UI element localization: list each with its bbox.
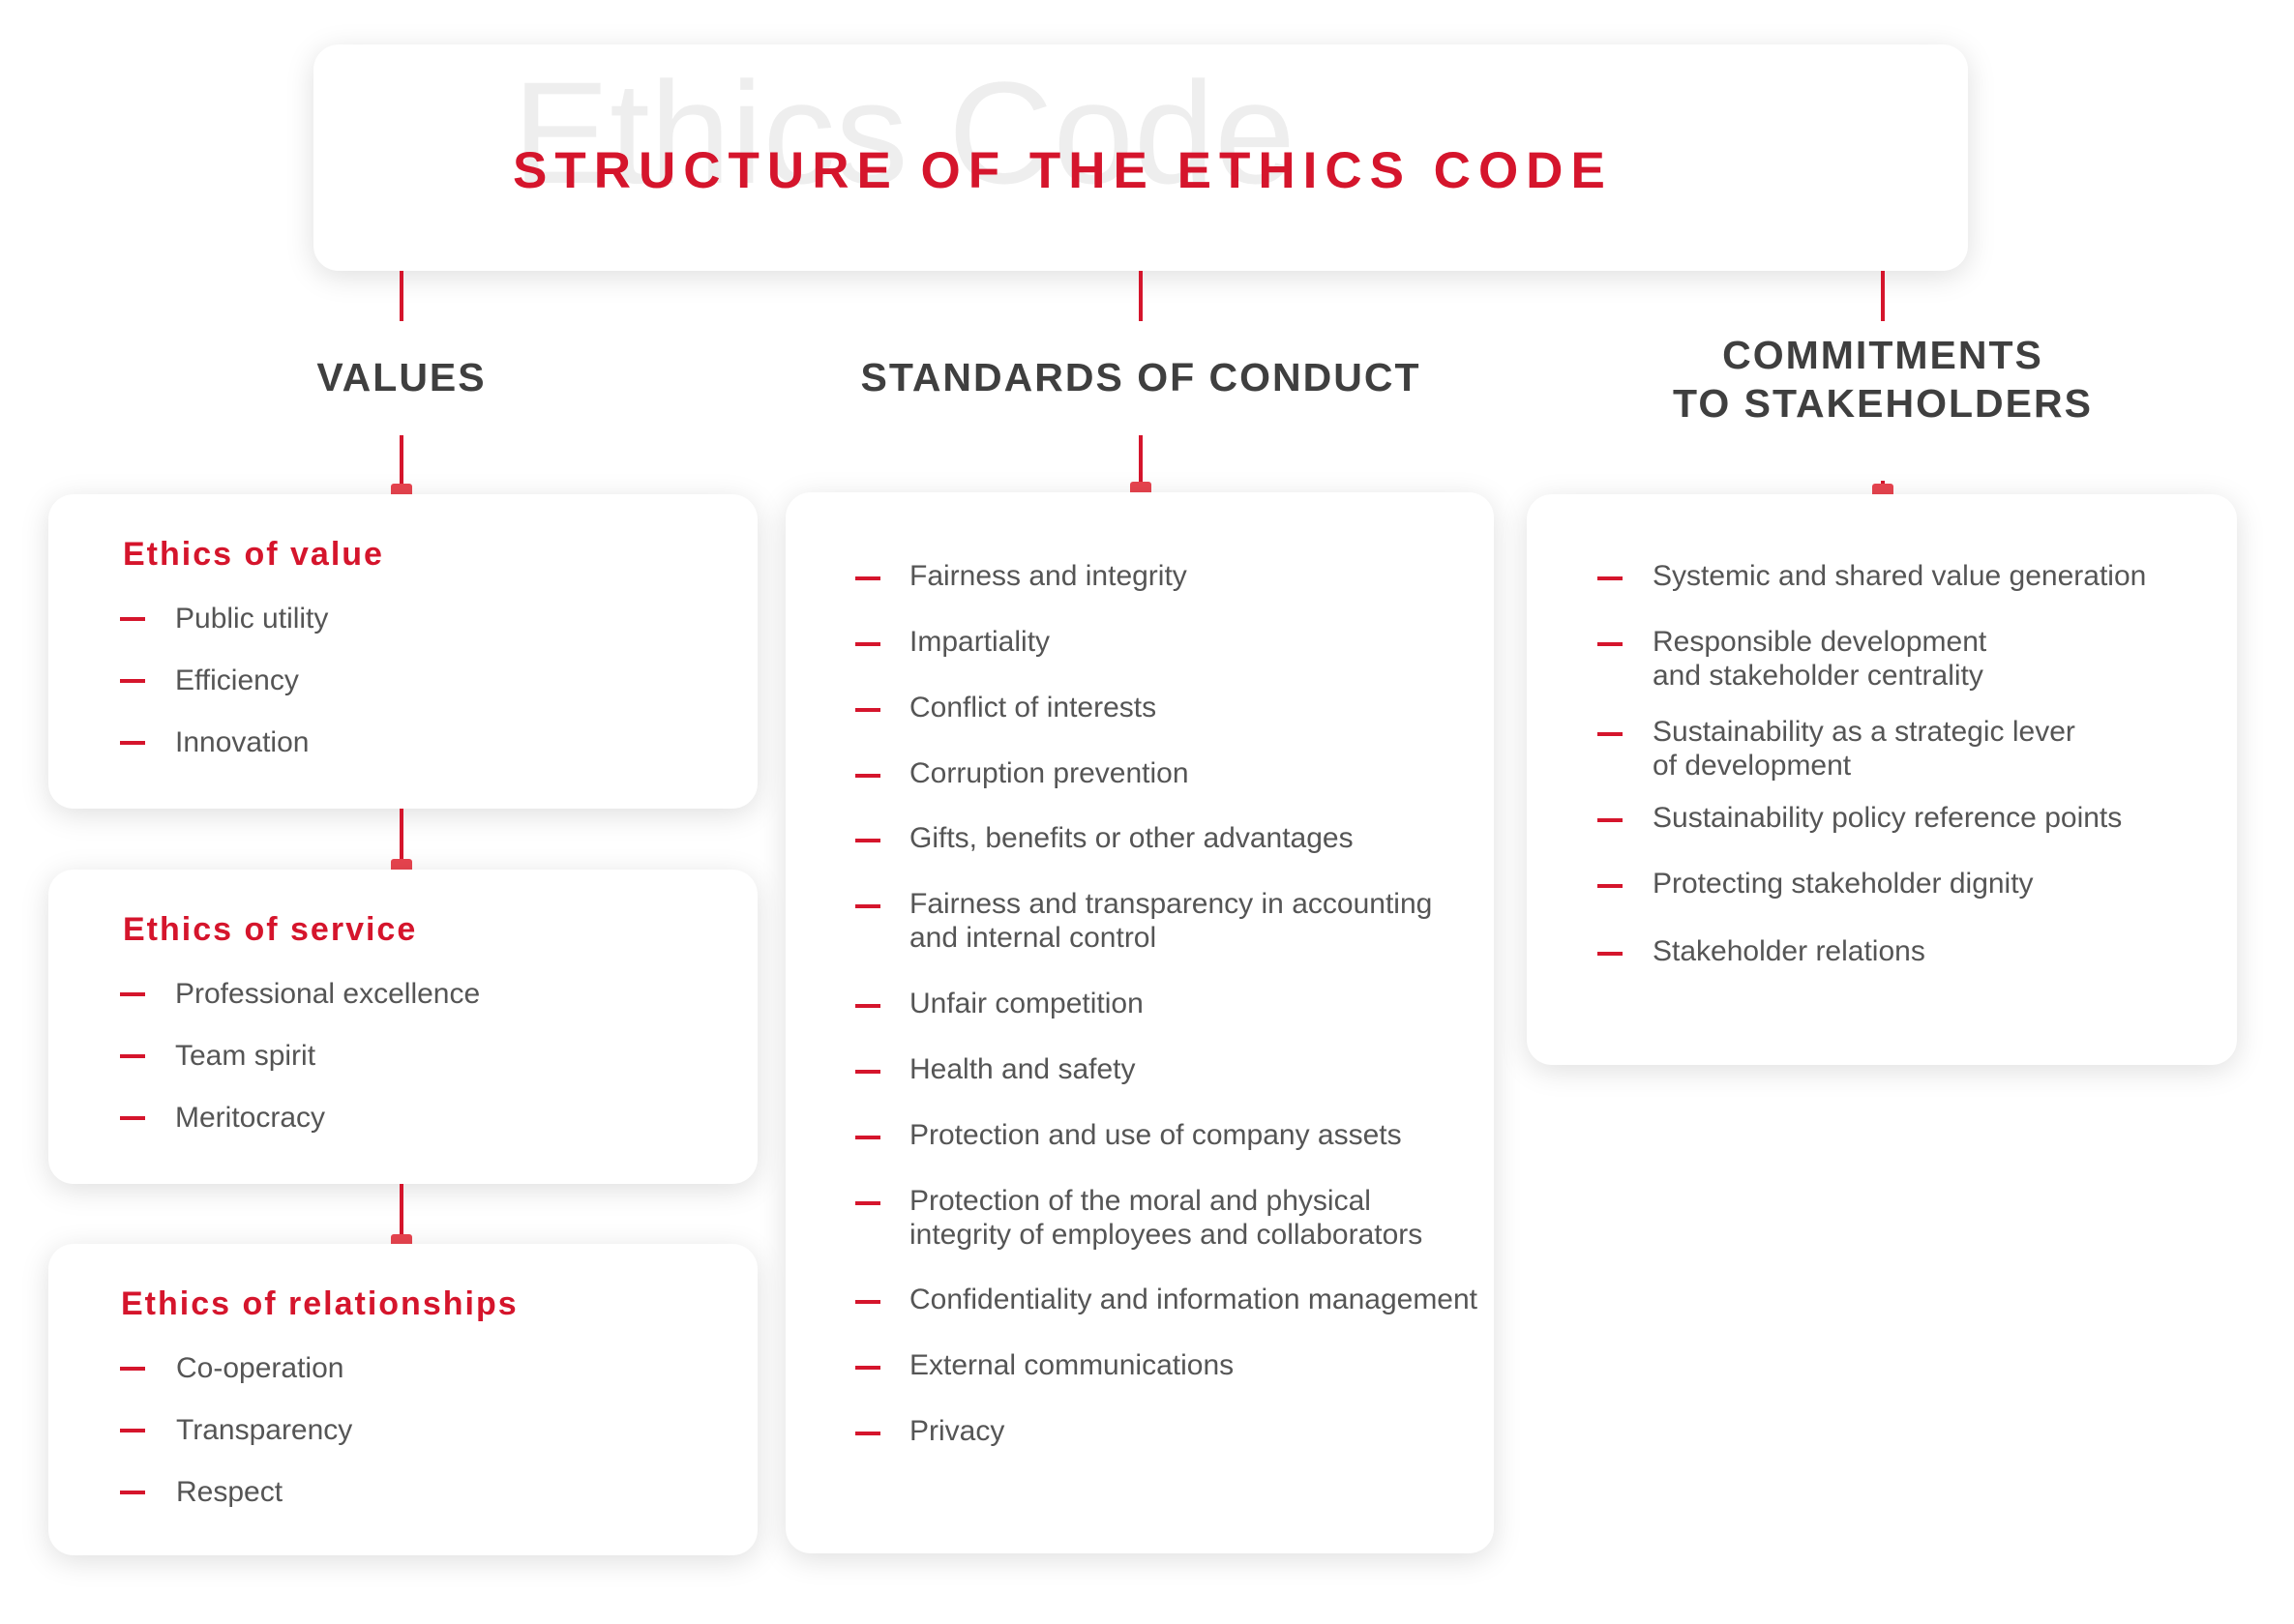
commitments-card: [1527, 494, 2237, 1065]
bullet-dash: [1597, 818, 1623, 822]
ethics-of-value-title: Ethics of value: [123, 536, 384, 573]
column-heading-values: VALUES: [316, 355, 487, 399]
list-item: Protection and use of company assets: [909, 1119, 1402, 1151]
connector-title-standards: [1139, 271, 1143, 321]
diagram-title: STRUCTURE OF THE ETHICS CODE: [513, 142, 1613, 199]
bullet-dash: [855, 1136, 880, 1139]
bullet-dash: [855, 904, 880, 908]
connector-service-relationships: [400, 1184, 403, 1234]
bullet-dash: [855, 1201, 880, 1205]
bullet-dash: [120, 679, 145, 683]
bullet-dash: [855, 576, 880, 580]
bullet-dash: [1597, 732, 1623, 736]
ethics-of-service-card: [48, 870, 758, 1184]
list-item: External communications: [909, 1349, 1235, 1381]
list-item: Confidentiality and information manageme…: [909, 1284, 1478, 1315]
ethics-of-relationships-card: [48, 1244, 758, 1555]
bullet-dash: [855, 1300, 880, 1304]
bullet-dash: [120, 1429, 145, 1432]
bullet-dash: [1597, 576, 1623, 580]
list-item: Gifts, benefits or other advantages: [909, 822, 1354, 854]
ethics-of-service-title: Ethics of service: [123, 911, 418, 948]
bullet-dash: [1597, 952, 1623, 956]
bullet-dash: [1597, 884, 1623, 888]
list-item: Protection of the moral and physical int…: [909, 1185, 1423, 1251]
list-item: Team spirit: [175, 1040, 316, 1072]
connector-title-commitments: [1881, 271, 1885, 321]
bullet-dash: [855, 1070, 880, 1074]
bullet-dash: [855, 839, 880, 842]
column-heading-standards: STANDARDS OF CONDUCT: [860, 355, 1421, 399]
list-item: Transparency: [176, 1414, 353, 1446]
list-item: Systemic and shared value generation: [1653, 560, 2147, 592]
list-item: Meritocracy: [175, 1102, 326, 1134]
list-item: Professional excellence: [175, 978, 481, 1010]
ethics-of-value-card: [48, 494, 758, 809]
list-item: Corruption prevention: [909, 757, 1189, 789]
list-item: Sustainability policy reference points: [1653, 802, 2123, 834]
connector-title-values: [400, 271, 403, 321]
list-item: Unfair competition: [909, 988, 1144, 1019]
ethics-of-relationships-title: Ethics of relationships: [121, 1285, 519, 1322]
list-item: Privacy: [909, 1415, 1005, 1447]
standards-of-conduct-card: [786, 492, 1494, 1553]
bullet-dash: [120, 1116, 145, 1120]
list-item: Responsible development and stakeholder …: [1653, 626, 1987, 692]
bullet-dash: [120, 617, 145, 621]
list-item: Impartiality: [909, 626, 1051, 658]
title-card: [313, 44, 1968, 271]
bullet-dash: [1597, 642, 1623, 646]
list-item: Stakeholder relations: [1653, 935, 1925, 967]
bullet-dash: [855, 1366, 880, 1370]
connector-standards-card: [1139, 435, 1143, 486]
bullet-dash: [120, 741, 145, 745]
list-item: Health and safety: [909, 1053, 1136, 1085]
list-item: Fairness and integrity: [909, 560, 1187, 592]
connector-value-service: [400, 809, 403, 859]
bullet-dash: [120, 992, 145, 996]
bullet-dash: [855, 774, 880, 778]
connector-values-card: [400, 435, 403, 486]
bullet-dash: [120, 1367, 145, 1371]
list-item: Public utility: [175, 603, 329, 635]
bullet-dash: [855, 1432, 880, 1435]
column-heading-commitments: COMMITMENTS TO STAKEHOLDERS: [1673, 333, 2093, 426]
bullet-dash: [855, 642, 880, 646]
list-item: Conflict of interests: [909, 692, 1157, 723]
list-item: Fairness and transparency in accounting …: [909, 888, 1433, 954]
bullet-dash: [855, 708, 880, 712]
list-item: Efficiency: [175, 664, 299, 696]
list-item: Respect: [176, 1476, 283, 1508]
bullet-dash: [855, 1004, 880, 1008]
bullet-dash: [120, 1054, 145, 1058]
list-item: Co-operation: [176, 1352, 344, 1384]
list-item: Innovation: [175, 726, 310, 758]
list-item: Protecting stakeholder dignity: [1653, 868, 2034, 900]
title-watermark: Ethics Code: [513, 51, 1296, 214]
list-item: Sustainability as a strategic lever of d…: [1653, 716, 2075, 782]
bullet-dash: [120, 1491, 145, 1494]
